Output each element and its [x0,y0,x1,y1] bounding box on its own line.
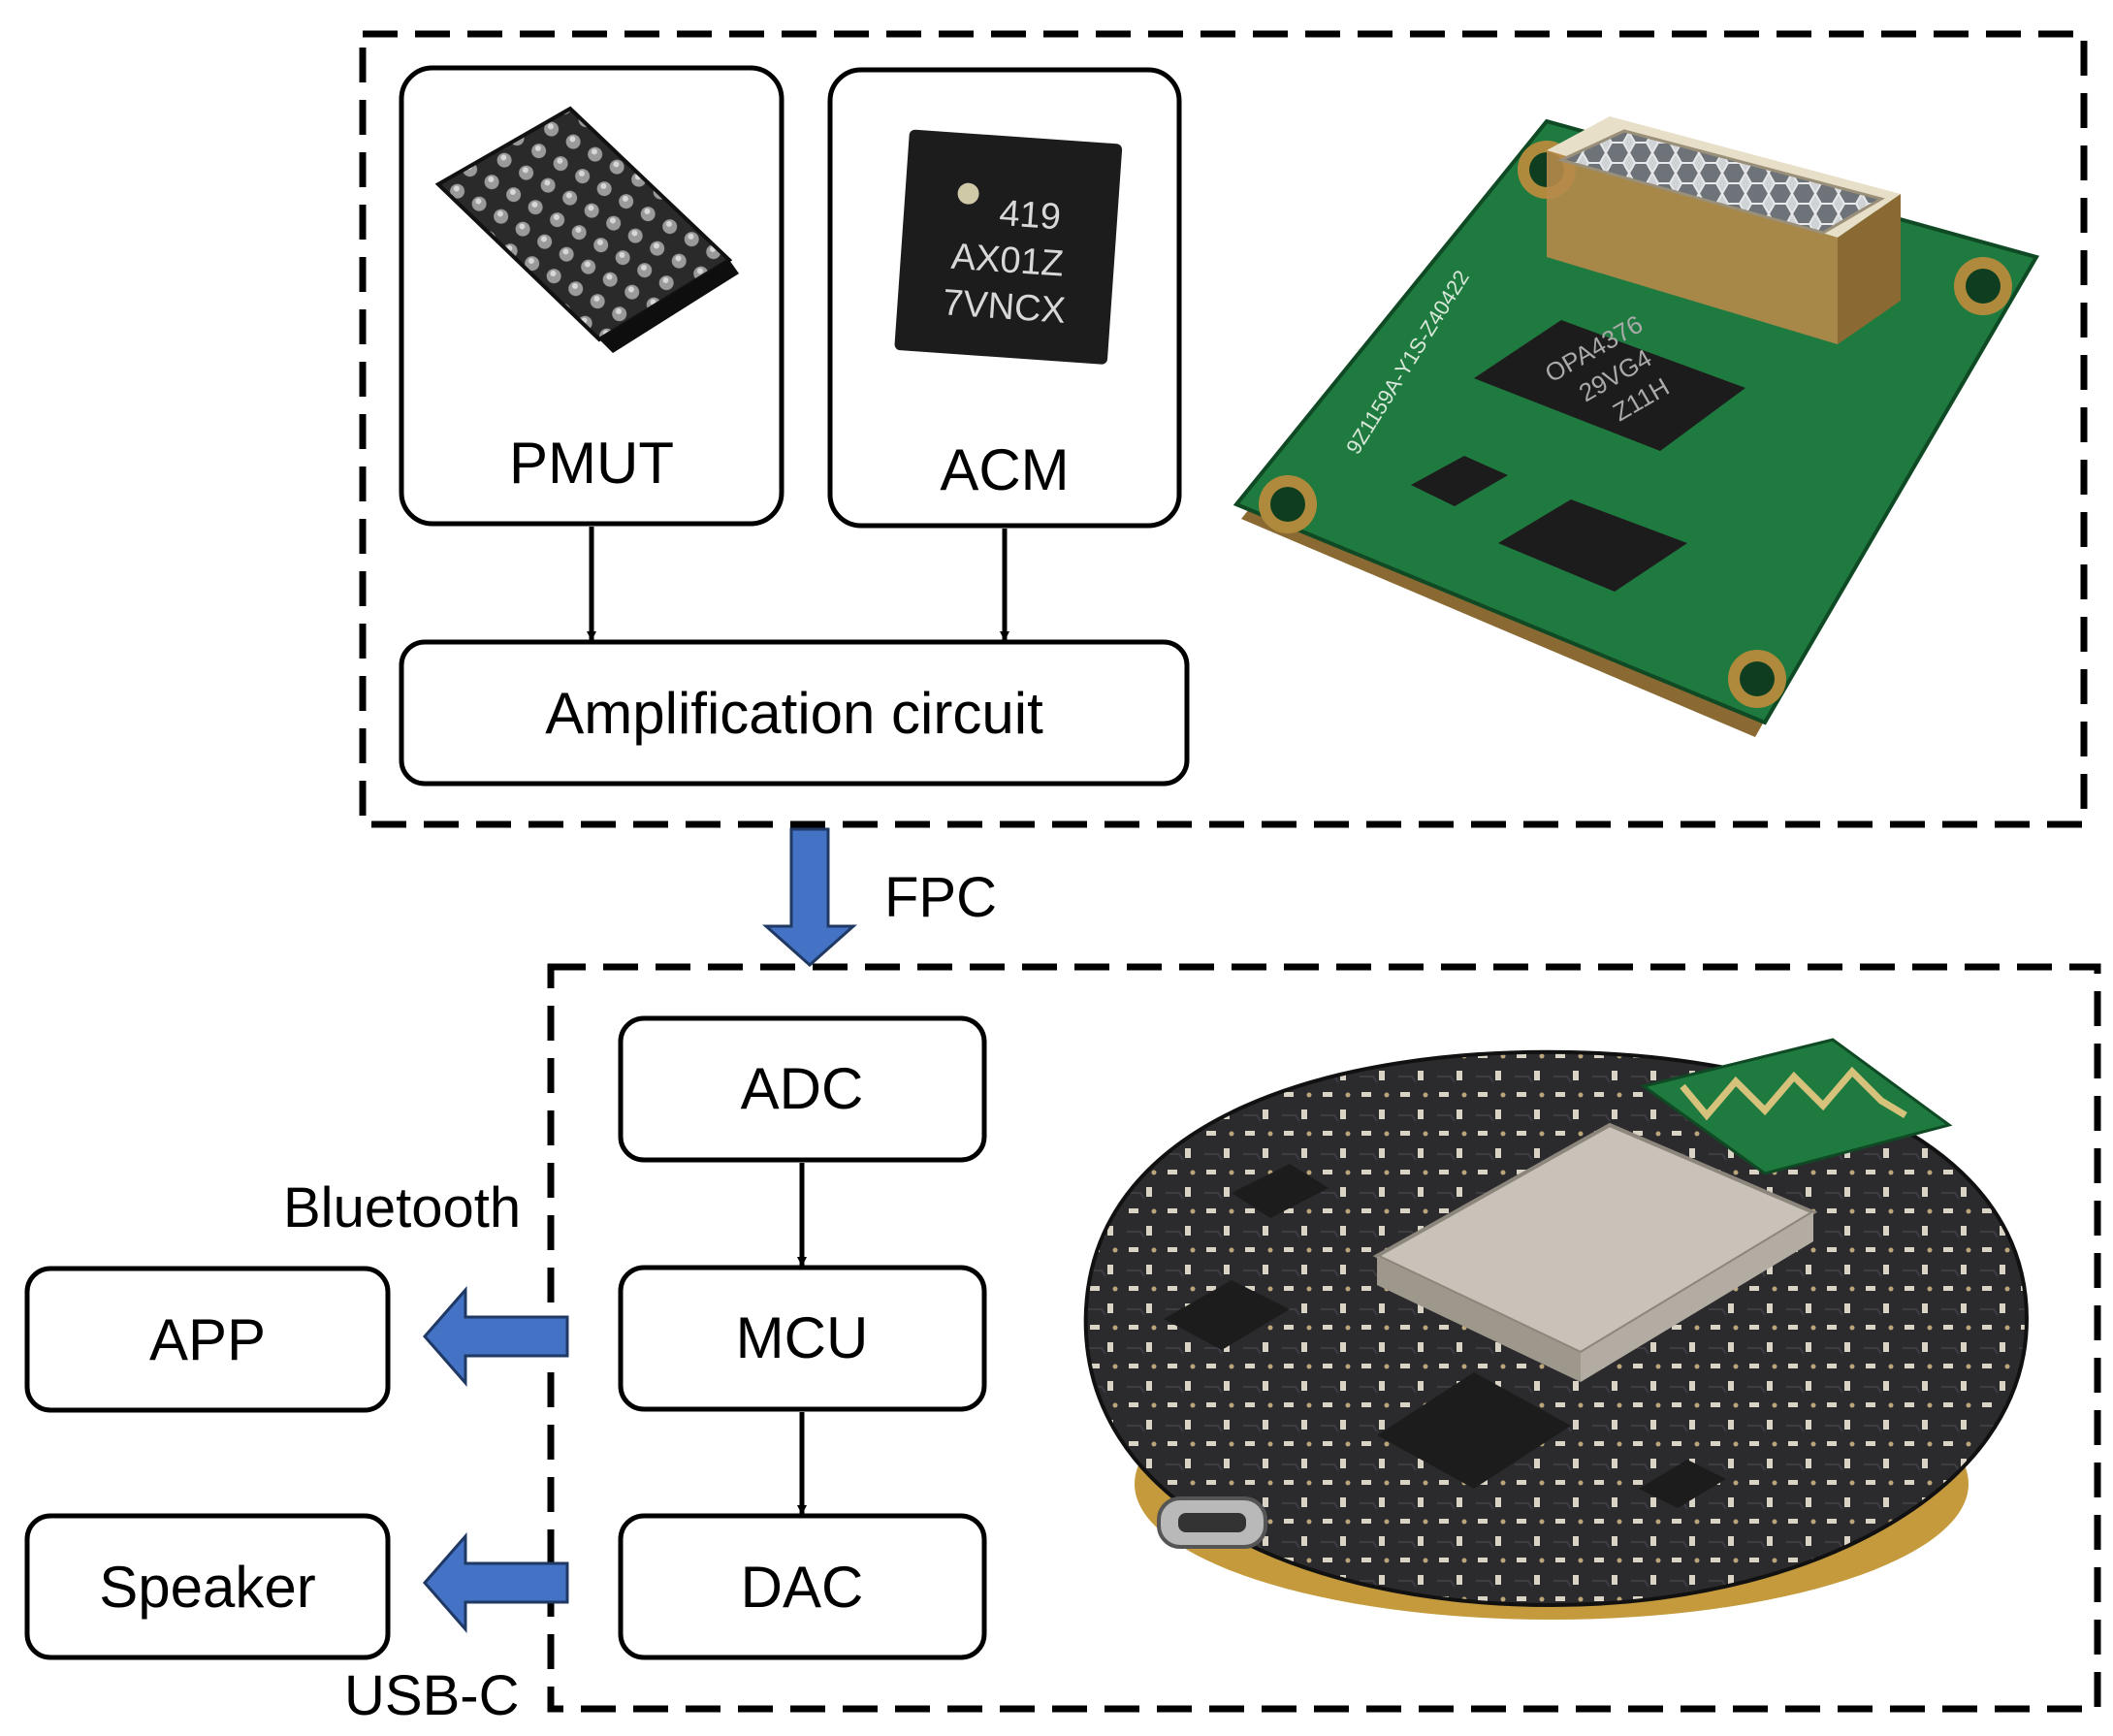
app-label: APP [149,1307,266,1372]
acm-label: ACM [940,437,1069,502]
acm-marking-line2: AX01Z [949,237,1065,285]
usbc-arrow [423,1532,569,1633]
acm-chip-photo: 419 AX01Z 7VNCX [894,129,1123,365]
speaker-block: Speaker [24,1513,391,1660]
mcu-label: MCU [736,1305,869,1370]
main-board-photo [1083,1038,2030,1620]
bluetooth-arrow [423,1286,569,1387]
acm-marking-line3: 7VNCX [942,282,1067,332]
acm-block: 419 AX01Z 7VNCX ACM [827,67,1182,529]
fpc-label: FPC [884,866,997,929]
adc-label: ADC [741,1056,864,1121]
acm-marking-line1: 419 [998,193,1062,238]
dac-block: DAC [618,1513,987,1660]
adc-block: ADC [618,1015,987,1163]
sensor-module-frame [359,30,2088,828]
app-block: APP [24,1266,391,1413]
pmut-label: PMUT [509,431,674,496]
amplification-circuit-label: Amplification circuit [545,681,1043,746]
mcu-block: MCU [618,1265,987,1412]
amplification-circuit-block: Amplification circuit [399,639,1190,787]
usbc-label: USB-C [344,1664,519,1727]
pmut-chip-photo [434,106,739,353]
pmut-block: PMUT [399,65,784,527]
bluetooth-label: Bluetooth [283,1176,521,1239]
speaker-label: Speaker [99,1555,315,1620]
fpc-arrow [762,827,857,968]
dac-label: DAC [741,1555,864,1620]
sensor-board-photo: OPA4376 29VG4 Z11H 9Z1159A-Y1S-Z40422 [1233,116,2040,737]
